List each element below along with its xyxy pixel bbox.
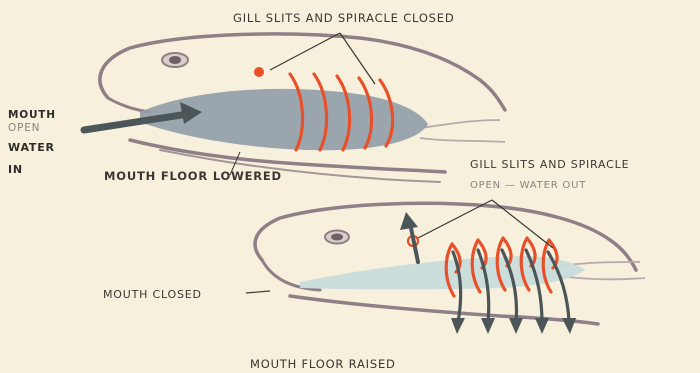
bottom-lower-jaw xyxy=(290,296,598,324)
top-water-label-1: WATER xyxy=(8,141,55,154)
top-caption-leader xyxy=(270,33,375,84)
top-spiracle-dot xyxy=(254,67,264,77)
top-water-label-2: IN xyxy=(8,163,23,176)
bottom-eye xyxy=(325,231,349,244)
top-eye xyxy=(162,53,188,67)
top-floor-label: MOUTH FLOOR LOWERED xyxy=(104,169,282,183)
bottom-gill-caption-2: OPEN — WATER OUT xyxy=(470,180,586,191)
bottom-gill-caption-1: GILL SLITS AND SPIRACLE xyxy=(470,158,629,171)
top-mouth-label-1: MOUTH xyxy=(8,109,56,121)
bottom-mouth-label: MOUTH CLOSED xyxy=(103,288,202,301)
top-upper-jaw xyxy=(108,98,150,112)
top-shark-head xyxy=(84,33,505,182)
top-mouth-label-2: OPEN xyxy=(8,122,40,134)
top-gill-caption: GILL SLITS AND SPIRACLE CLOSED xyxy=(233,11,455,25)
bottom-shark-head xyxy=(246,200,645,334)
bottom-floor-label: MOUTH FLOOR RAISED xyxy=(250,357,396,371)
